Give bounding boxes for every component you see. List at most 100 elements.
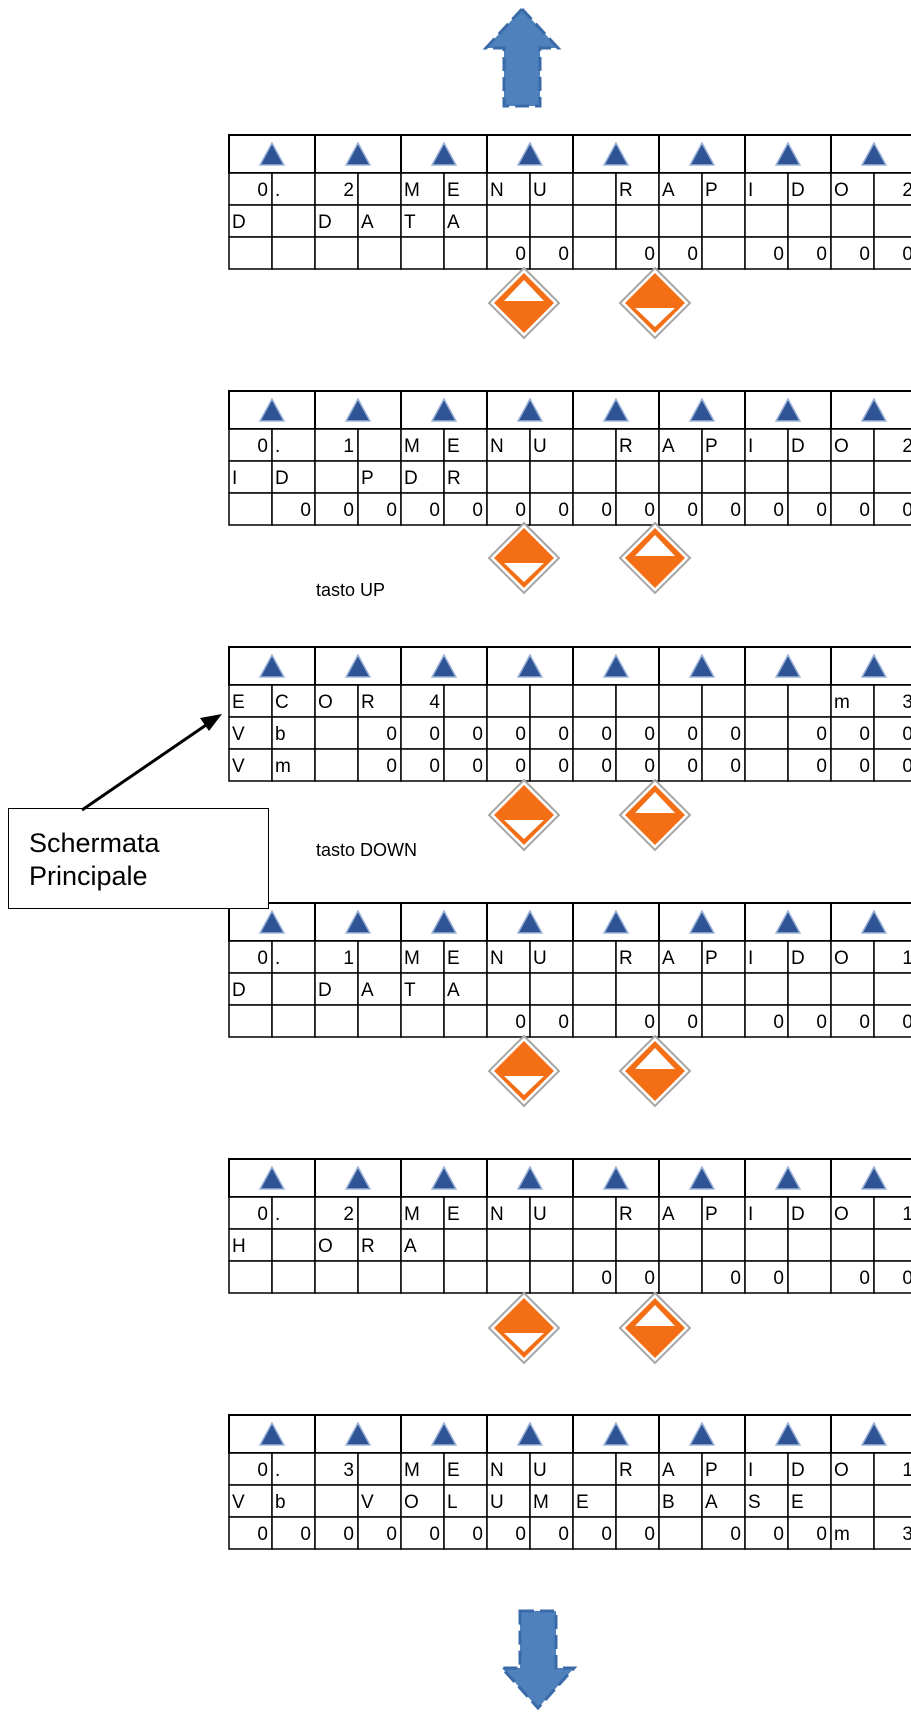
lcd-cell: V	[232, 724, 245, 745]
lcd-cell: E	[791, 1492, 804, 1513]
lcd-cell: 0	[859, 244, 870, 265]
down-button-icon[interactable]	[486, 520, 562, 596]
lcd-cell: V	[361, 1492, 374, 1513]
lcd-cell: 0	[773, 1012, 784, 1033]
lcd-cell: 0	[386, 500, 397, 521]
triangle-icon	[430, 397, 458, 422]
lcd-cell: R	[361, 1236, 375, 1257]
lcd-cell: 1	[902, 1204, 911, 1225]
lcd-cell: I	[748, 1204, 753, 1225]
up-button-icon[interactable]	[486, 265, 562, 341]
lcd-cell: 0	[644, 500, 655, 521]
callout-line-2: Principale	[29, 861, 148, 891]
lcd-cell: 0	[902, 1012, 911, 1033]
triangle-icon	[258, 909, 286, 934]
lcd-cell: 0	[300, 500, 311, 521]
down-arrow-icon	[498, 1609, 578, 1711]
lcd-cell: M	[404, 1204, 420, 1225]
triangle-icon	[860, 653, 888, 678]
triangle-icon	[774, 1165, 802, 1190]
triangle-icon	[774, 653, 802, 678]
lcd-cell: 0	[902, 500, 911, 521]
lcd-cell: D	[318, 212, 332, 233]
triangle-icon	[774, 909, 802, 934]
triangle-icon	[258, 1421, 286, 1446]
lcd-cell: .	[275, 1204, 280, 1225]
lcd-cell: A	[361, 212, 374, 233]
lcd-cell: 0	[816, 724, 827, 745]
down-button-icon[interactable]	[486, 777, 562, 853]
lcd-cell: m	[275, 756, 291, 777]
triangle-icon	[430, 141, 458, 166]
lcd-cell: D	[791, 436, 805, 457]
lcd-cell: 0	[816, 1524, 827, 1545]
triangle-icon	[688, 1165, 716, 1190]
up-button-icon[interactable]	[617, 777, 693, 853]
lcd-cell: P	[705, 948, 718, 969]
lcd-cell: I	[748, 436, 753, 457]
lcd-cell: 0	[816, 500, 827, 521]
up-button-icon[interactable]	[617, 520, 693, 596]
lcd-cell: 0	[730, 1524, 741, 1545]
lcd-cell: A	[662, 1204, 675, 1225]
triangle-icon	[688, 141, 716, 166]
callout-line-1: Schermata	[29, 828, 160, 858]
lcd-cell: I	[748, 948, 753, 969]
lcd-cell: E	[447, 948, 460, 969]
lcd-cell: 1	[902, 948, 911, 969]
down-button-icon[interactable]	[486, 1290, 562, 1366]
tasto-down-label: tasto DOWN	[316, 840, 418, 860]
triangle-icon	[860, 1165, 888, 1190]
lcd-cell: 2	[902, 436, 911, 457]
lcd-cell: 0	[558, 500, 569, 521]
lcd-cell: 0	[644, 724, 655, 745]
lcd-cell: 0	[558, 724, 569, 745]
triangle-icon	[860, 141, 888, 166]
lcd-cell: 0	[644, 1524, 655, 1545]
lcd-cell: M	[533, 1492, 549, 1513]
triangle-icon	[344, 141, 372, 166]
triangle-icon	[430, 1165, 458, 1190]
lcd-cell: 0	[558, 1524, 569, 1545]
lcd-cell: A	[662, 948, 675, 969]
lcd-cell: D	[791, 1204, 805, 1225]
lcd-cell: A	[662, 180, 675, 201]
lcd-cell: 0	[902, 1268, 911, 1289]
lcd-cell: E	[576, 1492, 589, 1513]
triangle-icon	[516, 1165, 544, 1190]
lcd-cell: E	[447, 180, 460, 201]
lcd-cell: U	[533, 180, 547, 201]
lcd-cell: 0	[429, 500, 440, 521]
lcd-cell: A	[361, 980, 374, 1001]
lcd-cell: 0	[773, 1268, 784, 1289]
up-arrow-icon	[482, 6, 562, 108]
up-button-icon[interactable]	[617, 1033, 693, 1109]
down-button-icon[interactable]	[486, 1033, 562, 1109]
lcd-cell: 0	[601, 1268, 612, 1289]
lcd-cell: A	[662, 436, 675, 457]
lcd-cell: 0	[816, 756, 827, 777]
triangle-icon	[430, 653, 458, 678]
lcd-cell: 0	[859, 500, 870, 521]
lcd-cell: T	[404, 980, 416, 1001]
lcd-cell: .	[275, 436, 280, 457]
lcd-cell: 0	[773, 244, 784, 265]
down-button-icon[interactable]	[617, 265, 693, 341]
up-button-icon[interactable]	[617, 1290, 693, 1366]
lcd-cell: 0	[644, 1268, 655, 1289]
lcd-cell: 0	[730, 1268, 741, 1289]
lcd-cell: m	[834, 1524, 850, 1545]
lcd-cell: 0	[558, 244, 569, 265]
lcd-cell: P	[705, 436, 718, 457]
triangle-icon	[516, 141, 544, 166]
lcd-cell: U	[490, 1492, 504, 1513]
lcd-cell: 0	[816, 244, 827, 265]
lcd-cell: V	[232, 756, 245, 777]
lcd-cell: 0	[257, 1204, 268, 1225]
lcd-cell: 0	[859, 756, 870, 777]
lcd-cell: A	[447, 980, 460, 1001]
lcd-cell: T	[404, 212, 416, 233]
